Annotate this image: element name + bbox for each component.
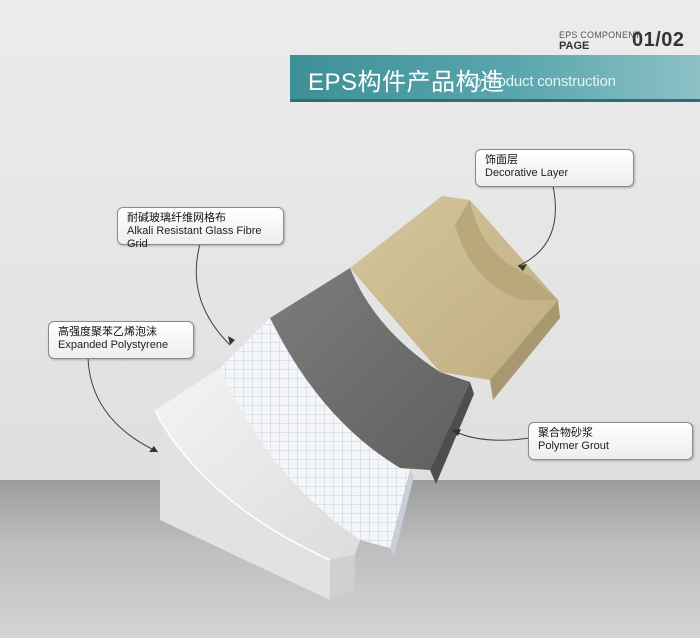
leader-lines bbox=[87, 185, 556, 453]
callout-cn: 耐碱玻璃纤维网格布 bbox=[127, 212, 226, 224]
callout-en: Decorative Layer bbox=[485, 167, 569, 179]
arrow-icons bbox=[149, 264, 527, 452]
page-number: 01/02 bbox=[632, 29, 685, 51]
header-title-en: Product construction bbox=[483, 73, 616, 90]
callout-cn: 聚合物砂浆 bbox=[538, 427, 593, 439]
component-label: EPS COMPONENT bbox=[559, 30, 641, 40]
callout-decorative-layer: 饰面层 Decorative Layer bbox=[475, 149, 634, 187]
callout-cn: 高强度聚苯乙烯泡沫 bbox=[58, 326, 157, 338]
decorative-layer-shape bbox=[350, 196, 560, 400]
page-word: PAGE bbox=[559, 40, 590, 52]
header-banner bbox=[290, 55, 700, 99]
callout-cn: 饰面层 bbox=[485, 154, 518, 166]
callout-en: Alkali Resistant Glass Fibre Grid bbox=[127, 225, 262, 250]
callout-en: Polymer Grout bbox=[538, 440, 609, 452]
callout-expanded-polystyrene: 高强度聚苯乙烯泡沫 Expanded Polystyrene bbox=[48, 321, 194, 359]
callout-fibre-grid: 耐碱玻璃纤维网格布 Alkali Resistant Glass Fibre G… bbox=[117, 207, 284, 250]
polymer-grout-shape bbox=[270, 268, 474, 484]
eps-block-shape bbox=[154, 368, 360, 600]
callout-polymer-grout: 聚合物砂浆 Polymer Grout bbox=[528, 422, 693, 460]
callout-en: Expanded Polystyrene bbox=[58, 339, 169, 351]
fibre-grid-shape bbox=[220, 318, 414, 556]
header-underline bbox=[290, 99, 700, 102]
bullet-icon bbox=[470, 77, 481, 88]
